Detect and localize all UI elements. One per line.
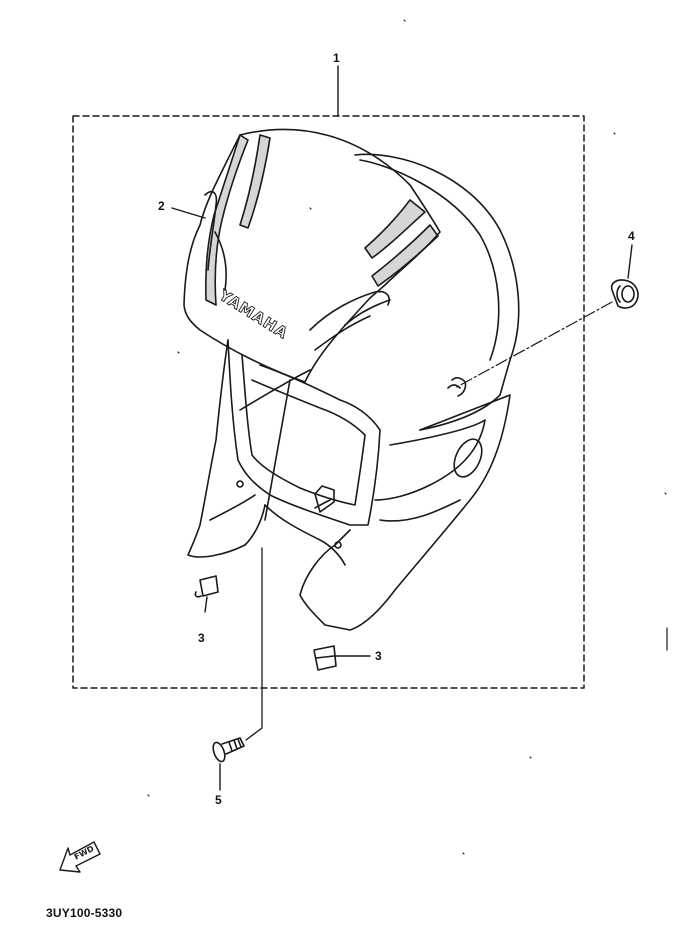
callout-3-left-leader — [204, 596, 208, 613]
part-code: 3UY100-5330 — [46, 906, 123, 920]
speck-marks — [147, 19, 668, 855]
assembly-boundary — [72, 115, 585, 689]
nut-part — [610, 279, 639, 309]
callout-4-leader — [627, 244, 633, 279]
windshield — [183, 128, 441, 383]
callout-4-label: 4 — [628, 229, 635, 243]
grommet-left — [194, 575, 219, 598]
grommet-right — [313, 645, 337, 671]
callout-3-left-label: 3 — [198, 631, 205, 645]
nut-axis-line — [454, 301, 613, 389]
screw-part — [212, 737, 245, 763]
callout-2-label: 2 — [158, 199, 165, 213]
screw-leader — [245, 547, 263, 741]
callout-1-label: 1 — [333, 51, 340, 65]
callout-3-right-label: 3 — [375, 649, 382, 663]
windshield-brand-text: YAMAHA — [215, 286, 291, 343]
callout-5-label: 5 — [215, 793, 222, 807]
callout-2-leader — [171, 207, 206, 219]
cowling — [187, 153, 520, 631]
fwd-arrow-icon — [59, 841, 101, 873]
